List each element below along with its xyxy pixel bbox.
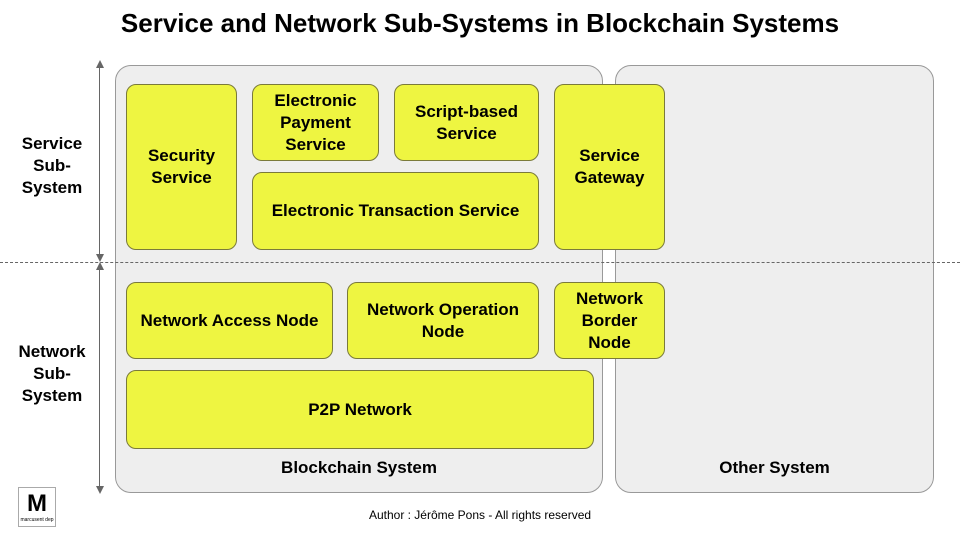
other-system-label: Other System — [719, 458, 830, 477]
p2p-network-box: P2P Network — [126, 370, 594, 449]
page-title: Service and Network Sub-Systems in Block… — [120, 8, 840, 38]
network-operation-node-box: Network Operation Node — [347, 282, 539, 359]
network-access-node-box: Network Access Node — [126, 282, 333, 359]
arrow-down-icon — [96, 254, 104, 262]
network-axis-line — [99, 268, 100, 488]
brand-logo: M marcusent dep — [18, 487, 56, 527]
electronic-transaction-service-box: Electronic Transaction Service — [252, 172, 539, 250]
network-subsystem-label: Network Sub-System — [18, 342, 86, 405]
service-gateway-box: Service Gateway — [554, 84, 665, 250]
arrow-up-icon — [96, 262, 104, 270]
electronic-payment-service-box: Electronic Payment Service — [252, 84, 379, 161]
script-based-service-box: Script-based Service — [394, 84, 539, 161]
blockchain-system-label: Blockchain System — [281, 458, 437, 477]
arrow-down-icon — [96, 486, 104, 494]
author-credit: Author : Jérôme Pons - All rights reserv… — [368, 508, 592, 522]
logo-letter: M — [27, 490, 47, 517]
network-border-node-box: Network Border Node — [554, 282, 665, 359]
subsystem-divider — [0, 262, 960, 263]
security-service-box: Security Service — [126, 84, 237, 250]
arrow-up-icon — [96, 60, 104, 68]
other-system-container: Other System — [615, 65, 934, 493]
logo-tagline: marcusent dep — [20, 517, 54, 523]
service-subsystem-label: Service Sub-System — [21, 134, 83, 197]
service-axis-line — [99, 66, 100, 260]
